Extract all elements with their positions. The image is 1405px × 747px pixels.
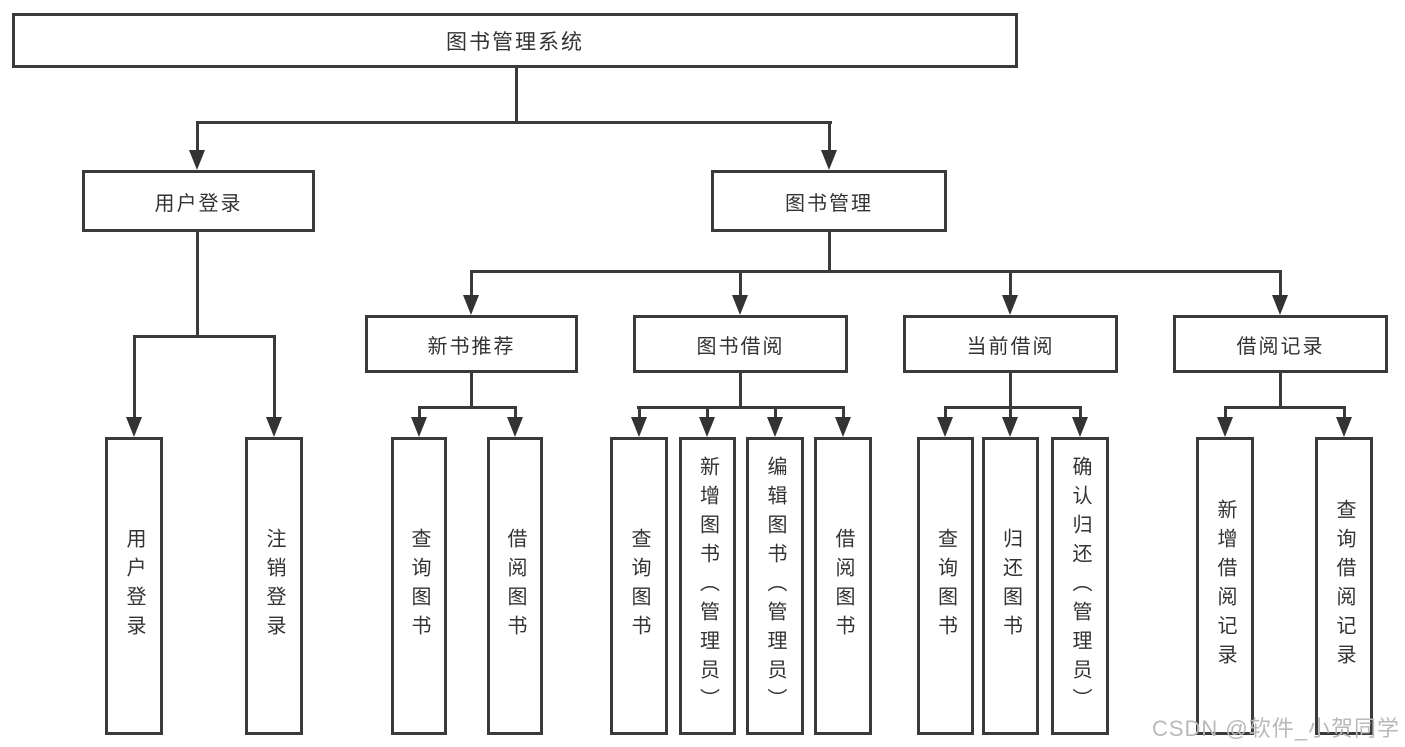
leaf-label: 借阅图书 bbox=[832, 528, 854, 644]
leaf-current-query-books: 查询图书 bbox=[917, 437, 974, 735]
leaf-label: 新增借阅记录 bbox=[1214, 499, 1236, 673]
leaf-logout: 注销登录 bbox=[245, 437, 303, 735]
connector-line bbox=[944, 406, 1082, 409]
leaf-label: 借阅图书 bbox=[504, 528, 526, 644]
leaf-label: 新增图书（管理员） bbox=[696, 455, 719, 717]
arrow-down-icon bbox=[821, 150, 837, 170]
arrow-down-icon bbox=[1272, 295, 1288, 315]
connector-line bbox=[196, 230, 199, 337]
connector-line bbox=[470, 371, 473, 408]
connector-line bbox=[470, 270, 473, 297]
connector-line bbox=[637, 406, 845, 409]
leaf-label: 用户登录 bbox=[123, 528, 145, 644]
arrow-down-icon bbox=[631, 417, 647, 437]
node-new-book-recommendation: 新书推荐 bbox=[365, 315, 578, 373]
leaf-label: 查询图书 bbox=[408, 528, 430, 644]
leaf-user-login: 用户登录 bbox=[105, 437, 163, 735]
leaf-borrow-add-books-admin: 新增图书（管理员） bbox=[679, 437, 736, 735]
node-current-borrowing: 当前借阅 bbox=[903, 315, 1118, 373]
connector-line bbox=[842, 406, 845, 419]
connector-line bbox=[638, 406, 641, 419]
arrow-down-icon bbox=[1217, 417, 1233, 437]
leaf-label: 确认归还（管理员） bbox=[1069, 455, 1091, 717]
connector-line bbox=[196, 121, 199, 153]
connector-line bbox=[1343, 406, 1346, 419]
leaf-label: 查询图书 bbox=[628, 528, 650, 644]
connector-line bbox=[196, 121, 832, 124]
leaf-borrow-query-books: 查询图书 bbox=[610, 437, 668, 735]
arrow-down-icon bbox=[1002, 295, 1018, 315]
node-book-borrowing: 图书借阅 bbox=[633, 315, 848, 373]
connector-line bbox=[706, 406, 709, 419]
arrow-down-icon bbox=[266, 417, 282, 437]
connector-line bbox=[944, 406, 947, 419]
watermark: CSDN @软件_小贺同学 bbox=[1151, 716, 1400, 741]
arrow-down-icon bbox=[411, 417, 427, 437]
leaf-label: 归还图书 bbox=[999, 528, 1022, 644]
leaf-current-confirm-return-admin: 确认归还（管理员） bbox=[1051, 437, 1109, 735]
leaf-label: 注销登录 bbox=[263, 528, 285, 644]
connector-line bbox=[774, 406, 777, 419]
connector-line bbox=[273, 335, 276, 419]
connector-line bbox=[1279, 371, 1282, 408]
connector-line bbox=[418, 406, 517, 409]
node-borrowing-records: 借阅记录 bbox=[1173, 315, 1388, 373]
arrow-down-icon bbox=[937, 417, 953, 437]
node-system-root: 图书管理系统 bbox=[12, 13, 1018, 68]
leaf-current-return-books: 归还图书 bbox=[982, 437, 1039, 735]
leaf-borrow-edit-books-admin: 编辑图书（管理员） bbox=[746, 437, 804, 735]
arrow-down-icon bbox=[835, 417, 851, 437]
connector-line bbox=[418, 406, 421, 419]
arrow-down-icon bbox=[189, 150, 205, 170]
connector-line bbox=[739, 270, 742, 297]
arrow-down-icon bbox=[1072, 417, 1088, 437]
leaf-newbook-query-books: 查询图书 bbox=[391, 437, 447, 735]
leaf-label: 查询借阅记录 bbox=[1333, 499, 1355, 673]
arrow-down-icon bbox=[767, 417, 783, 437]
connector-line bbox=[515, 66, 518, 123]
arrow-down-icon bbox=[507, 417, 523, 437]
connector-line bbox=[828, 230, 831, 272]
connector-line bbox=[1224, 406, 1346, 409]
connector-line bbox=[828, 121, 831, 153]
connector-line bbox=[739, 371, 742, 408]
connector-line bbox=[1009, 270, 1012, 297]
arrow-down-icon bbox=[699, 417, 715, 437]
connector-line bbox=[133, 335, 136, 419]
connector-line bbox=[1224, 406, 1227, 419]
leaf-records-add-record: 新增借阅记录 bbox=[1196, 437, 1254, 735]
connector-line bbox=[1009, 406, 1012, 419]
arrow-down-icon bbox=[732, 295, 748, 315]
arrow-down-icon bbox=[463, 295, 479, 315]
connector-line bbox=[1079, 406, 1082, 419]
connector-line bbox=[1279, 270, 1282, 297]
connector-line bbox=[1009, 371, 1012, 408]
leaf-label: 查询图书 bbox=[934, 528, 957, 644]
leaf-label: 编辑图书（管理员） bbox=[764, 455, 786, 717]
connector-line bbox=[514, 406, 517, 419]
connector-line bbox=[470, 270, 1281, 273]
leaf-newbook-borrow-books: 借阅图书 bbox=[487, 437, 543, 735]
node-book-management: 图书管理 bbox=[711, 170, 947, 232]
arrow-down-icon bbox=[126, 417, 142, 437]
node-user-login: 用户登录 bbox=[82, 170, 315, 232]
arrow-down-icon bbox=[1336, 417, 1352, 437]
arrow-down-icon bbox=[1002, 417, 1018, 437]
leaf-records-query-record: 查询借阅记录 bbox=[1315, 437, 1373, 735]
leaf-borrow-borrow-books: 借阅图书 bbox=[814, 437, 872, 735]
connector-line bbox=[133, 335, 276, 338]
